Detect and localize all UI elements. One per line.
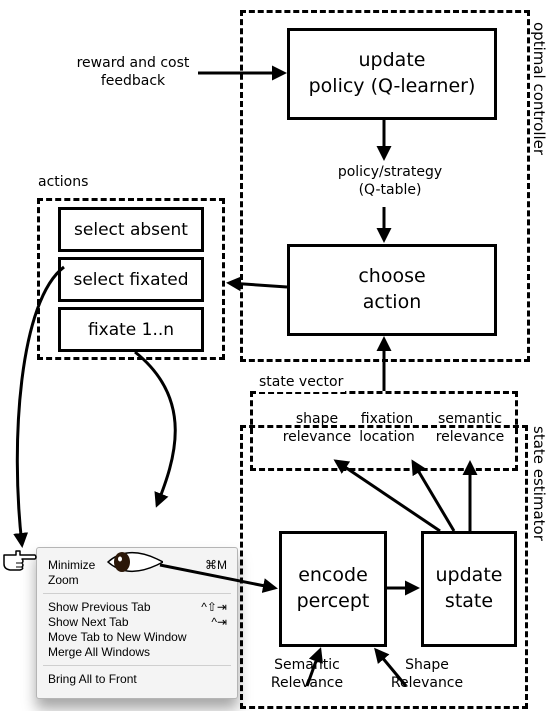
window-menu: Minimize ⌘M Zoom Show Previous Tab ^⇧⇥ S… — [36, 547, 238, 699]
feedback-label: reward and cost feedback — [44, 55, 222, 90]
arrow-eye-to-encode — [159, 563, 278, 594]
state-estimator-region — [240, 425, 528, 709]
encode-percept-box: encode percept — [279, 531, 387, 647]
eye-icon — [106, 552, 163, 572]
shape-input-line1: Shape — [405, 657, 449, 673]
choose-action-line2: action — [362, 291, 422, 313]
update-state-box: update state — [421, 531, 517, 647]
encode-percept-text: encode percept — [297, 563, 370, 614]
menu-item-show-previous-tab[interactable]: Show Previous Tab — [48, 600, 151, 614]
choose-action-box: choose action — [287, 244, 497, 336]
input-shape-relevance: Shape Relevance — [382, 657, 472, 692]
actions-region — [37, 198, 225, 360]
state-item-shape-relevance: shape relevance — [272, 411, 362, 446]
shape-relevance-line1: shape — [295, 411, 339, 427]
menu-item-minimize[interactable]: Minimize — [48, 558, 96, 572]
menu-item-show-next-tab[interactable]: Show Next Tab — [48, 615, 129, 629]
choose-action-text: choose action — [358, 264, 425, 315]
state-item-fixation-location: fixation location — [342, 411, 432, 446]
semantic-relevance-line2: relevance — [435, 428, 505, 445]
shape-relevance-line2: relevance — [282, 428, 352, 445]
arrow-shape-input — [374, 647, 408, 687]
feedback-line1: reward and cost — [76, 55, 190, 71]
update-policy-text: update policy (Q-learner) — [309, 48, 476, 99]
feedback-line2: feedback — [100, 72, 166, 89]
policy-strategy-line1: policy/strategy — [337, 164, 443, 180]
semantic-relevance-line1: semantic — [437, 411, 503, 427]
arrow-select-fixated-to-hand — [13, 265, 65, 548]
state-vector-title: state vector — [257, 374, 346, 392]
arrow-semantic-input — [305, 647, 323, 687]
encode-percept-line1: encode — [298, 564, 368, 587]
menu-item-zoom[interactable]: Zoom — [48, 573, 79, 587]
menu-separator — [43, 593, 231, 594]
encode-percept-line2: percept — [296, 590, 370, 612]
arrow-update-to-shape — [333, 459, 441, 533]
state-item-semantic-relevance: semantic relevance — [420, 411, 520, 446]
pointing-hand-icon — [3, 550, 37, 571]
shape-input-line2: Relevance — [390, 674, 464, 691]
update-policy-box: update policy (Q-learner) — [287, 28, 497, 120]
policy-strategy-label: policy/strategy (Q-table) — [310, 164, 470, 199]
fixation-location-line2: location — [359, 428, 415, 445]
arrow-fixate-to-eye — [134, 350, 177, 508]
action-fixate: fixate 1..n — [58, 307, 204, 352]
menu-shortcut-minimize: ⌘M — [205, 558, 227, 572]
policy-strategy-line2: (Q-table) — [358, 181, 422, 198]
update-state-line1: update — [435, 564, 503, 587]
actions-title: actions — [38, 174, 89, 190]
fixation-location-line1: fixation — [360, 411, 414, 427]
menu-item-move-tab[interactable]: Move Tab to New Window — [48, 630, 187, 644]
state-vector-region — [250, 391, 518, 471]
update-state-text: update state — [436, 563, 503, 614]
action-select-absent: select absent — [58, 207, 204, 252]
menu-shortcut-next-tab: ^⇥ — [211, 615, 227, 629]
choose-action-line1: choose — [358, 265, 426, 288]
arrow-update-to-fixation — [411, 459, 456, 532]
update-policy-line2: policy (Q-learner) — [308, 75, 476, 97]
update-policy-line1: update — [358, 49, 426, 72]
menu-shortcut-previous-tab: ^⇧⇥ — [201, 600, 227, 614]
menu-item-merge-windows[interactable]: Merge All Windows — [48, 645, 151, 659]
menu-item-bring-all-to-front[interactable]: Bring All to Front — [48, 672, 137, 686]
menu-separator — [43, 665, 231, 666]
semantic-input-line1: Semantic — [274, 657, 340, 673]
action-select-fixated: select fixated — [58, 257, 204, 302]
arrow-choose-to-actions — [226, 276, 288, 292]
update-state-line2: state — [444, 590, 494, 612]
